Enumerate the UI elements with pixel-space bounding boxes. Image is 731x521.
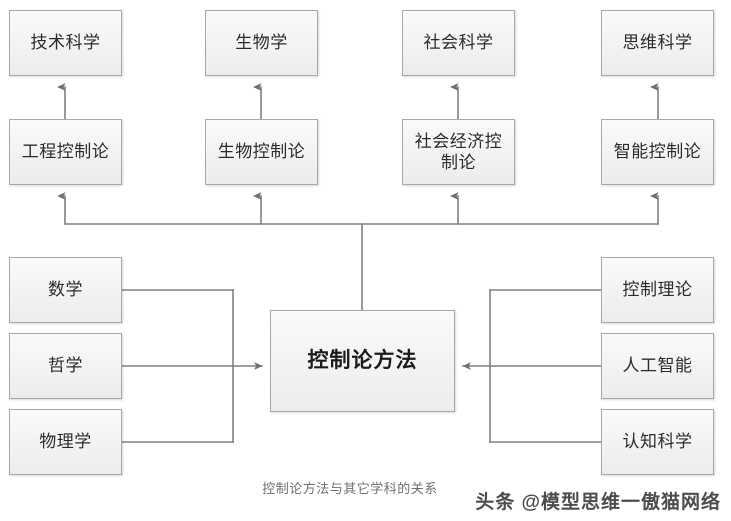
node-artificial-intelligence[interactable]: 人工智能 (601, 333, 714, 399)
node-label: 社会科学 (423, 33, 494, 53)
node-biology[interactable]: 生物学 (205, 10, 318, 76)
node-philosophy[interactable]: 哲学 (9, 333, 122, 399)
node-thinking-science[interactable]: 思维科学 (601, 10, 714, 76)
node-label: 思维科学 (622, 33, 693, 53)
node-mathematics[interactable]: 数学 (9, 257, 122, 323)
node-label: 生物学 (235, 33, 288, 53)
node-label: 智能控制论 (613, 142, 702, 162)
node-tech-science[interactable]: 技术科学 (9, 10, 122, 76)
node-cognitive-science[interactable]: 认知科学 (601, 409, 714, 475)
node-label: 控制论方法 (307, 348, 418, 372)
node-engineering-cybernetics[interactable]: 工程控制论 (9, 119, 122, 185)
node-label: 人工智能 (622, 356, 693, 376)
node-label: 认知科学 (622, 432, 693, 452)
node-control-theory[interactable]: 控制理论 (601, 257, 714, 323)
node-bio-cybernetics[interactable]: 生物控制论 (205, 119, 318, 185)
node-label: 控制理论 (622, 280, 693, 300)
node-label: 工程控制论 (21, 142, 110, 162)
node-label: 数学 (48, 280, 83, 300)
node-label: 哲学 (48, 356, 83, 376)
node-socio-economic-cybernetics[interactable]: 社会经济控制论 (402, 119, 515, 185)
node-label: 社会经济控制论 (414, 131, 503, 172)
watermark-text: 头条 @模型思维一傲猫网络 (475, 492, 721, 513)
node-label: 技术科学 (30, 33, 101, 53)
node-cybernetics-method[interactable]: 控制论方法 (270, 310, 455, 412)
node-social-science[interactable]: 社会科学 (402, 10, 515, 76)
node-intelligent-cybernetics[interactable]: 智能控制论 (601, 119, 714, 185)
diagram-caption: 控制论方法与其它学科的关系 (262, 481, 438, 496)
node-label: 生物控制论 (217, 142, 306, 162)
node-physics[interactable]: 物理学 (9, 409, 122, 475)
node-label: 物理学 (39, 432, 92, 452)
